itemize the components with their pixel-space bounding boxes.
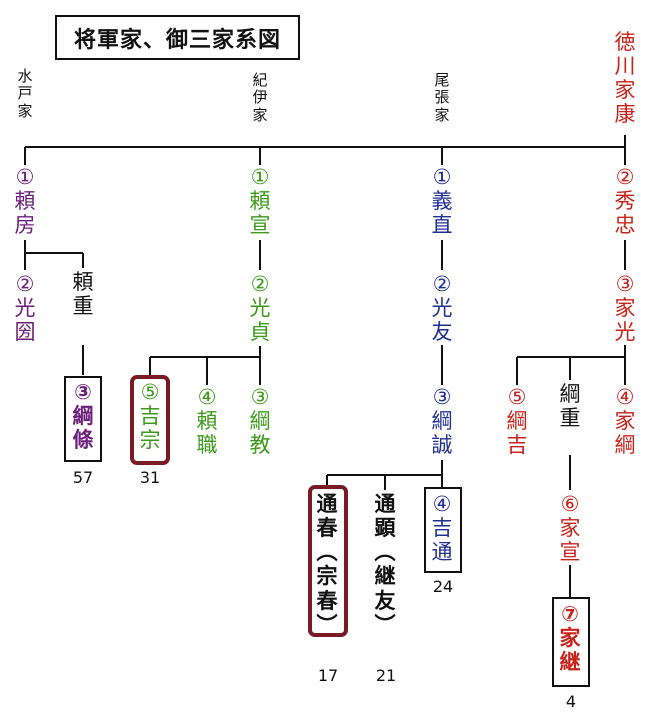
person-yorishige: 頼重 [70, 270, 96, 319]
person-michiaki: 通顕︵継友︶ [372, 492, 398, 637]
box-yoshimune [130, 375, 170, 465]
box-tsunaeda [64, 376, 102, 462]
box-michiharu [308, 485, 348, 637]
number-ietsugu: 4 [565, 692, 577, 711]
person-ieyasu: 徳川家康 [613, 30, 637, 127]
number-tsunaeda: 57 [72, 468, 94, 487]
box-ietsugu [552, 597, 590, 687]
house-mito: 水戸家 [15, 67, 35, 120]
house-owari: 尾張家 [432, 71, 452, 124]
house-kii: 紀伊家 [250, 71, 270, 124]
box-yoshimichi [424, 487, 462, 573]
person-michiharu: 通春︵宗春︶ [314, 492, 340, 637]
number-michiharu: 17 [317, 666, 339, 685]
number-yoshimune: 31 [139, 468, 161, 487]
number-yoshimichi: 24 [432, 577, 454, 596]
diagram-title: 将軍家、御三家系図 [55, 15, 300, 60]
person-tsunashige: 綱重 [557, 382, 583, 431]
number-michiaki: 21 [375, 666, 397, 685]
